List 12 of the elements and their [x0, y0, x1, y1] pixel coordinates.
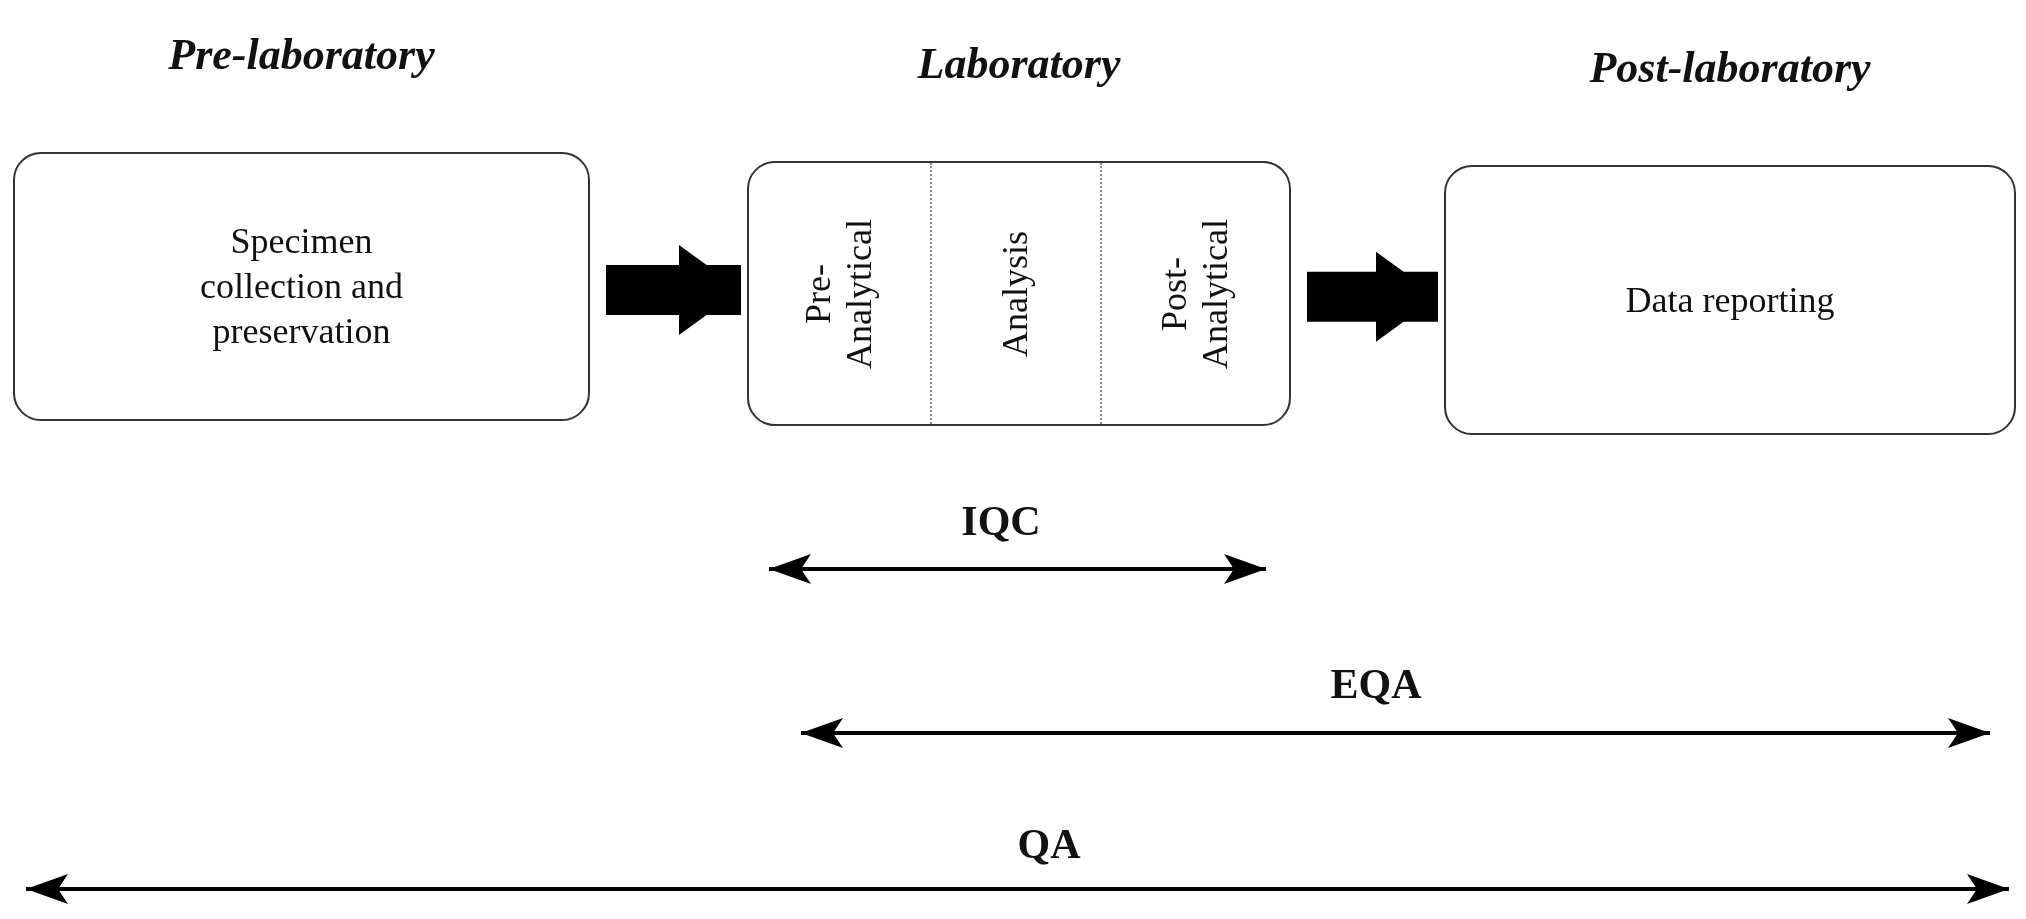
- box-text: Data reporting: [1625, 278, 1835, 322]
- stage-heading: Post-laboratory: [1589, 42, 1871, 93]
- stage-heading: Laboratory: [917, 38, 1121, 89]
- section-label: Analysis: [995, 230, 1037, 357]
- section-label: Post- Analytical: [1153, 217, 1236, 371]
- box-text: Specimen collection and preservation: [199, 220, 404, 353]
- range-label: IQC: [961, 497, 1041, 545]
- block-arrow: [606, 245, 741, 335]
- stage-heading: Pre-laboratory: [168, 29, 435, 80]
- range-label: EQA: [1330, 660, 1422, 708]
- range-label: QA: [1017, 820, 1081, 868]
- block-arrow: [1307, 251, 1438, 342]
